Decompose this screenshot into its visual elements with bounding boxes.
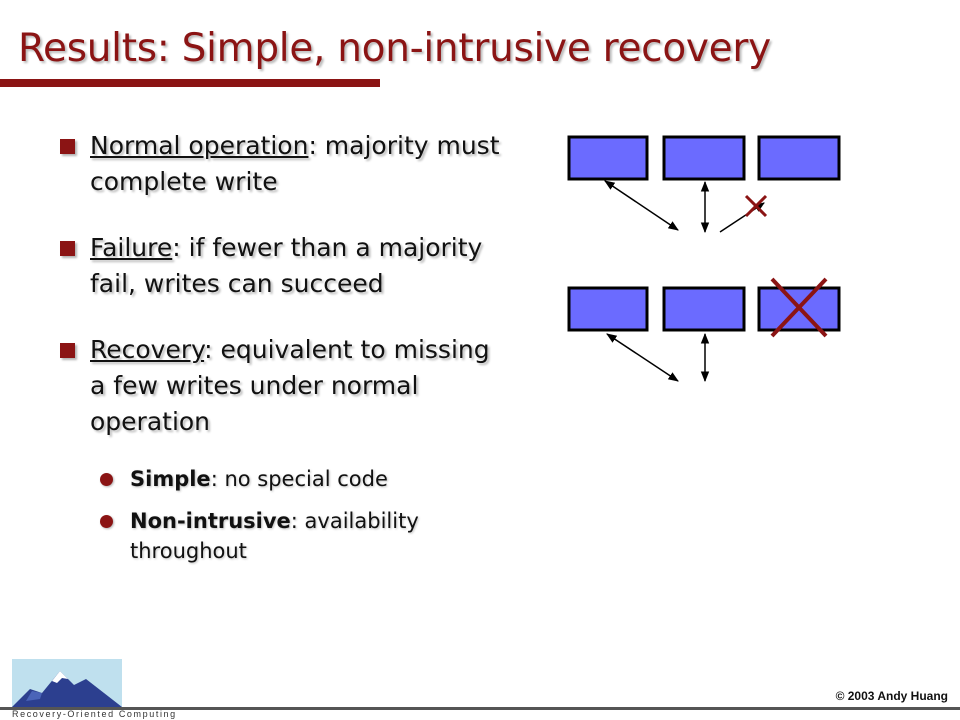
square-bullet-icon	[60, 241, 75, 256]
title-underline	[0, 79, 380, 87]
sub-bullet-simple: Simple: no special code	[100, 464, 500, 494]
bullet-failure: Failure: if fewer than a majority fail, …	[60, 230, 500, 302]
replica-box	[757, 286, 841, 332]
slide-title: Results: Simple, non-intrusive recovery	[18, 26, 771, 71]
write-arrow	[604, 180, 679, 231]
sub-bullet-text: : no special code	[210, 467, 388, 491]
round-bullet-icon	[100, 515, 113, 528]
replica-box	[662, 135, 746, 181]
replica-box	[567, 286, 649, 332]
sub-bullet-term: Simple	[130, 467, 211, 491]
bullet-normal-operation: Normal operation: majority must complete…	[60, 128, 500, 200]
missed-write-x-icon	[744, 194, 768, 218]
logo-wordmark: Recovery-Oriented Computing	[12, 709, 177, 719]
roc-logo	[12, 659, 122, 707]
sub-bullet-non-intrusive: Non-intrusive: availability throughout	[100, 506, 500, 566]
diagram-failure	[567, 277, 841, 383]
sub-bullet-text: : availability throughout	[130, 509, 419, 563]
copyright-notice: © 2003 Andy Huang	[835, 689, 948, 703]
bullet-text: : if fewer than a majority fail, writes …	[90, 233, 483, 298]
bullet-term: Failure	[90, 233, 173, 262]
diagram-normal-operation	[567, 135, 841, 234]
footer-rule	[0, 707, 960, 710]
replica-box	[567, 135, 649, 181]
bullet-term: Recovery	[90, 335, 205, 364]
bullet-text: : equivalent to missing a few writes und…	[90, 335, 490, 436]
square-bullet-icon	[60, 343, 75, 358]
bullet-list: Normal operation: majority must complete…	[60, 128, 500, 578]
sub-bullet-term: Non-intrusive	[130, 509, 291, 533]
round-bullet-icon	[100, 473, 113, 486]
replica-box	[662, 286, 746, 332]
bullet-term: Normal operation	[90, 131, 309, 160]
square-bullet-icon	[60, 139, 75, 154]
write-arrow	[606, 333, 679, 382]
replica-box	[757, 135, 841, 181]
failed-replica-x-icon	[770, 277, 828, 338]
sub-bullet-list: Simple: no special code Non-intrusive: a…	[100, 464, 500, 566]
bullet-text: : majority must complete write	[90, 131, 500, 196]
bullet-recovery: Recovery: equivalent to missing a few wr…	[60, 332, 500, 440]
